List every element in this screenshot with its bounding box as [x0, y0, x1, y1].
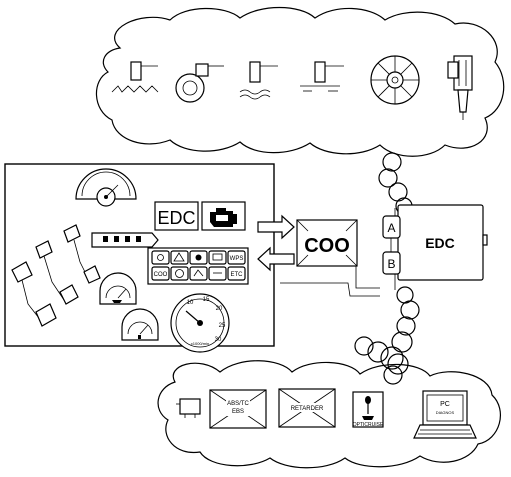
tachometer-icon: 10 15 20 25 30 x1000/min [170, 293, 230, 353]
tach-unit: x1000/min [191, 341, 209, 346]
retarder-label: RETARDER [291, 406, 324, 412]
temp-gauge-icon [121, 308, 159, 341]
tach-number: 15 [203, 297, 210, 303]
port-b: B [382, 251, 401, 275]
coo-unit: COO [296, 219, 358, 267]
speed-sensor-icon [111, 61, 159, 93]
warning-lamp [170, 266, 189, 281]
ebs-label: EBS [232, 409, 244, 415]
warning-lamp [189, 266, 208, 281]
tach-number: 10 [187, 300, 194, 306]
relay-icon [176, 398, 201, 418]
retarder-module: RETARDER [278, 388, 336, 428]
bottom-cloud: ABS/TC EBS RETARDER OPTICRUISE PC DIAGNO… [157, 360, 501, 469]
pc-label: PC [440, 401, 450, 408]
warning-lamp: WPS [227, 250, 246, 265]
arrow-to-coo [257, 214, 295, 240]
edc-lamp: EDC [154, 201, 199, 231]
svg-text:ETC: ETC [231, 272, 244, 278]
coolant-sensor-icon [300, 61, 344, 92]
coo-label: COO [304, 235, 350, 257]
dashboard-panel: EDC [4, 163, 275, 353]
warning-lamp [189, 250, 208, 265]
cloud-connector-right [354, 286, 420, 370]
abs-ebs-module: ABS/TC EBS [209, 389, 267, 429]
injector-icon [447, 55, 473, 120]
warning-lamp-grid: WPS COO ETC [147, 247, 249, 285]
tach-number: 25 [219, 323, 226, 329]
svg-text:WPS: WPS [230, 256, 244, 262]
port-a-label: A [387, 221, 395, 235]
warning-lamp [208, 266, 227, 281]
warning-lamp: ETC [227, 266, 246, 281]
oil-gauge-icon [99, 272, 137, 305]
stalk-switch-icon [91, 232, 159, 248]
fan-icon [370, 55, 420, 105]
warning-lamp [151, 250, 170, 265]
edc-unit: EDC A B [382, 204, 488, 290]
turbo-sensor-icon [175, 63, 224, 103]
pc-diagnos-label: DIAGNOS [436, 410, 455, 415]
port-a: A [382, 215, 401, 239]
edc-unit-label: EDC [425, 235, 455, 251]
edc-lamp-label: EDC [157, 208, 195, 228]
port-b-label: B [387, 257, 395, 271]
arrow-from-coo [257, 246, 295, 272]
warning-lamp [208, 250, 227, 265]
abs-label: ABS/TC [227, 401, 249, 407]
warning-lamp [170, 250, 189, 265]
cloud-connector-bottom [383, 353, 409, 385]
tachograph-icon [75, 168, 137, 207]
tach-number: 30 [215, 337, 222, 343]
svg-text:COO: COO [154, 272, 168, 278]
pedals-icon [11, 224, 101, 327]
temp-sensor-icon [239, 61, 278, 100]
warning-lamp: COO [151, 266, 170, 281]
opticruise-module: OPTICRUISE [352, 391, 384, 428]
tach-number: 20 [216, 306, 223, 312]
pc-diagnos-laptop: PC DIAGNOS [413, 390, 477, 439]
opticruise-label: OPTICRUISE [353, 422, 384, 428]
engine-warning-icon [201, 201, 246, 231]
top-cloud [95, 6, 505, 157]
